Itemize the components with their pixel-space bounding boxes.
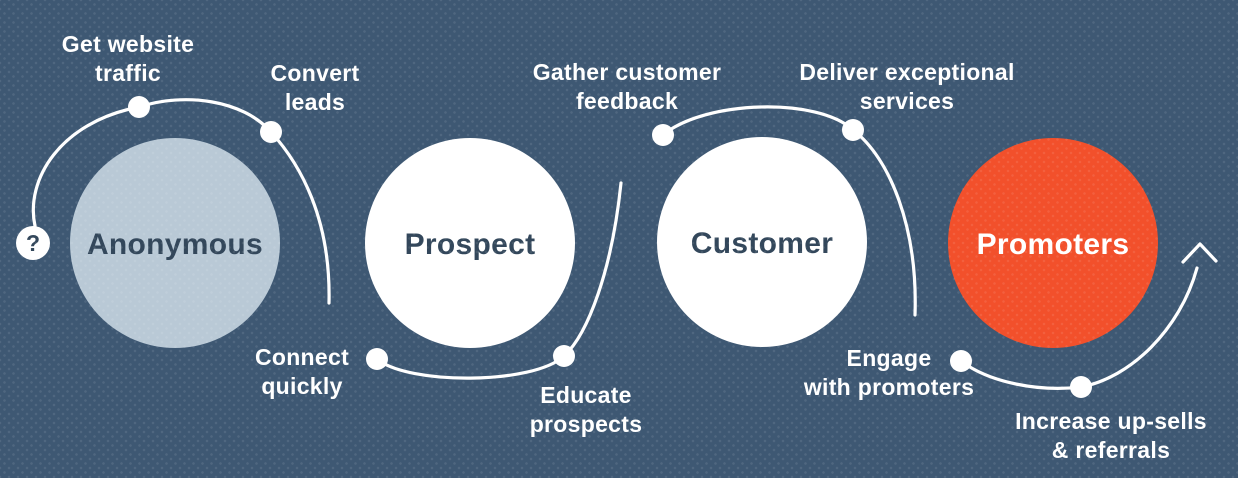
step-label-deliver-exceptional-services: Deliver exceptional services: [799, 59, 1015, 114]
step-label-convert-leads: Convert leads: [270, 60, 360, 115]
stage-label-promoters: Promoters: [977, 228, 1130, 261]
step-label-educate-prospects: Educate prospects: [529, 382, 643, 437]
stage-circle-promoters: [948, 138, 1158, 348]
step-label-engage-with-promoters: Engage with promoters: [803, 345, 975, 400]
stage-circle-customer: [657, 137, 867, 347]
dot-educate-prospects: [553, 345, 575, 367]
dot-increase-upsells: [1070, 376, 1092, 398]
stage-label-anonymous: Anonymous: [87, 228, 263, 261]
step-label-increase-upsells-referrals: Increase up-sells & referrals: [1015, 408, 1207, 463]
up-arrow-icon: [1181, 242, 1218, 264]
start-question-badge: [16, 226, 50, 260]
stage-label-prospect: Prospect: [405, 228, 536, 261]
stage-circle-prospect: [365, 138, 575, 348]
dot-gather-customer-feedback: [652, 124, 674, 146]
dot-convert-leads: [260, 121, 282, 143]
question-mark-icon: ?: [26, 230, 40, 256]
curve-around-anonymous: [31, 98, 331, 305]
stage-circle-anonymous: [70, 138, 280, 348]
step-label-get-website-traffic: Get website traffic: [61, 31, 195, 86]
dot-get-website-traffic: [128, 96, 150, 118]
dot-connect-quickly: [366, 348, 388, 370]
dot-deliver-exceptional-services: [842, 119, 864, 141]
step-label-gather-customer-feedback: Gather customer feedback: [532, 59, 722, 114]
dot-engage-with-promoters: [950, 350, 972, 372]
step-label-connect-quickly: Connect quickly: [254, 344, 350, 399]
stage-label-customer: Customer: [691, 227, 833, 260]
